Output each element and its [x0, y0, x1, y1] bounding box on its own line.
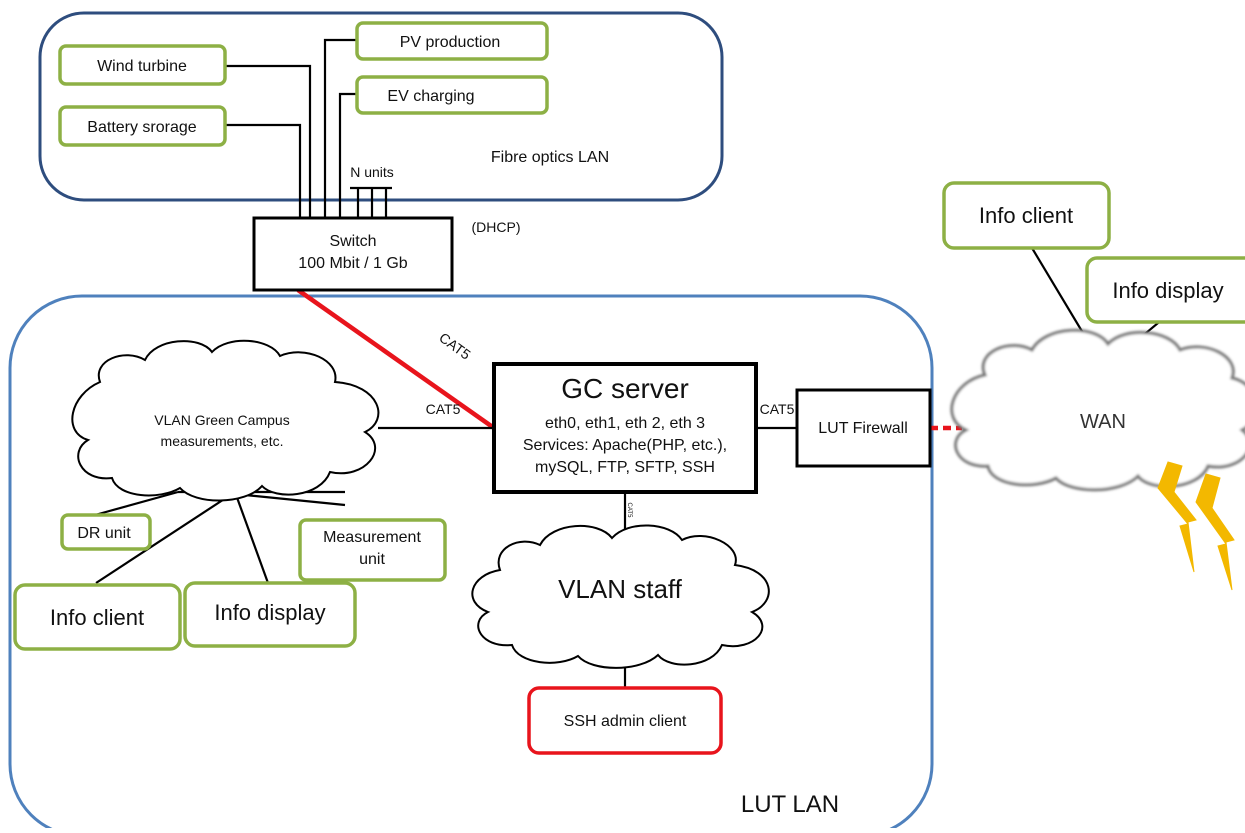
- ev-charging-label: EV charging: [387, 88, 474, 105]
- lightning-icon: [1157, 461, 1235, 591]
- vlan-staff-label: VLAN staff: [558, 574, 683, 604]
- vlan-green-label-2: measurements, etc.: [161, 433, 284, 449]
- local-info-client-box: Info client: [13, 583, 182, 651]
- remote-info-client-box: Info client: [942, 181, 1111, 250]
- gc-server-box: GC server eth0, eth1, eth 2, eth 3 Servi…: [492, 362, 758, 494]
- gc-server-services-2: mySQL, FTP, SFTP, SSH: [535, 459, 715, 476]
- measurement-unit-label-1: Measurement: [323, 529, 421, 546]
- vlan-green-label-1: VLAN Green Campus: [154, 412, 289, 428]
- cat5-vlan-label: CAT5: [426, 401, 461, 417]
- pv-production-label: PV production: [400, 34, 501, 51]
- remote-info-display-box: Info display: [1085, 256, 1245, 324]
- fibre-lan-wires: [225, 38, 392, 218]
- local-info-display-label: Info display: [214, 600, 325, 625]
- fibre-lan-label: Fibre optics LAN: [491, 149, 609, 166]
- dr-unit-label: DR unit: [77, 525, 131, 542]
- n-units-label: N units: [350, 164, 394, 180]
- ssh-admin-label: SSH admin client: [564, 713, 687, 730]
- measurement-unit-box: Measurement unit: [298, 518, 447, 582]
- lut-lan-label: LUT LAN: [741, 791, 839, 818]
- vlan-staff-cloud: VLAN staff: [471, 524, 770, 669]
- vlan-green-campus-cloud: VLAN Green Campus measurements, etc.: [71, 339, 380, 502]
- battery-storage-box: Battery srorage: [58, 105, 227, 147]
- measurement-unit-label-2: unit: [359, 551, 385, 568]
- wind-turbine-box: Wind turbine: [58, 44, 227, 86]
- cat5-switch-label: CAT5: [436, 329, 474, 362]
- wan-cloud: WAN: [950, 328, 1245, 492]
- wan-label: WAN: [1080, 411, 1126, 433]
- switch-box: Switch 100 Mbit / 1 Gb: [252, 216, 454, 292]
- fibre-optics-lan-region: [38, 11, 724, 202]
- local-info-display-box: Info display: [183, 581, 357, 648]
- remote-info-client-label: Info client: [979, 203, 1073, 228]
- remote-info-display-label: Info display: [1112, 278, 1223, 303]
- gc-server-services: Services: Apache(PHP, etc.),: [523, 437, 727, 454]
- ssh-admin-client-box: SSH admin client: [527, 686, 723, 755]
- switch-speed-label: 100 Mbit / 1 Gb: [298, 255, 407, 272]
- firewall-label: LUT Firewall: [818, 420, 908, 437]
- battery-storage-label: Battery srorage: [87, 119, 196, 136]
- cat5-firewall-label: CAT5: [760, 401, 795, 417]
- gc-server-interfaces: eth0, eth1, eth 2, eth 3: [545, 415, 705, 432]
- dhcp-label: (DHCP): [472, 219, 521, 235]
- lut-lan-region: [8, 294, 934, 833]
- switch-server-link: [296, 288, 496, 430]
- pv-production-box: PV production: [355, 21, 549, 61]
- cat5-staff-label: CAT5: [626, 503, 632, 519]
- dr-unit-box: DR unit: [60, 513, 152, 551]
- gc-server-title: GC server: [561, 373, 689, 404]
- lut-firewall-box: LUT Firewall: [795, 388, 932, 468]
- switch-label: Switch: [329, 233, 376, 250]
- ev-charging-box: EV charging: [355, 75, 549, 115]
- wind-turbine-label: Wind turbine: [97, 58, 187, 75]
- local-info-client-label: Info client: [50, 605, 144, 630]
